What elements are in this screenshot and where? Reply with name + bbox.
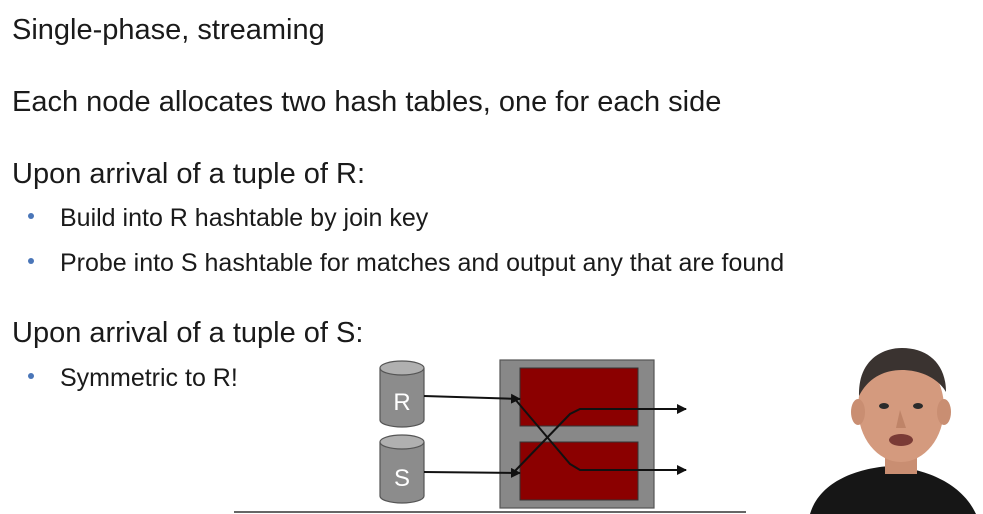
symmetric-hash-join-diagram: R S — [234, 359, 746, 513]
bullet-text: Probe into S hashtable for matches and o… — [60, 249, 785, 277]
bullet-probe-s: Probe into S hashtable for matches and o… — [28, 249, 784, 278]
bullet-build-r: Build into R hashtable by join key — [28, 204, 428, 233]
slide-line-hash-tables: Each node allocates two hash tables, one… — [12, 86, 722, 118]
bullet-icon — [28, 258, 34, 265]
cylinder-r: R — [379, 360, 425, 428]
slide-heading-tuple-s: Upon arrival of a tuple of S: — [12, 317, 364, 349]
cylinder-r-label: R — [393, 389, 410, 416]
cylinder-s: S — [379, 434, 425, 504]
slide-heading-tuple-r: Upon arrival of a tuple of R: — [12, 158, 366, 190]
bullet-symmetric: Symmetric to R! — [28, 364, 238, 393]
bullet-icon — [28, 373, 34, 380]
arrow-s-input — [423, 467, 521, 478]
hash-table-r — [519, 367, 639, 427]
arrow-r-probe-output — [513, 397, 687, 475]
slide-line-phase: Single-phase, streaming — [12, 14, 325, 46]
cylinder-s-label: S — [394, 465, 410, 492]
presenter-video-thumbnail — [800, 340, 983, 514]
bullet-text: Build into R hashtable by join key — [60, 204, 429, 232]
bullet-icon — [28, 213, 34, 220]
arrow-r-input — [423, 393, 521, 404]
bullet-text: Symmetric to R! — [60, 364, 238, 392]
arrow-s-probe-output — [513, 404, 687, 473]
